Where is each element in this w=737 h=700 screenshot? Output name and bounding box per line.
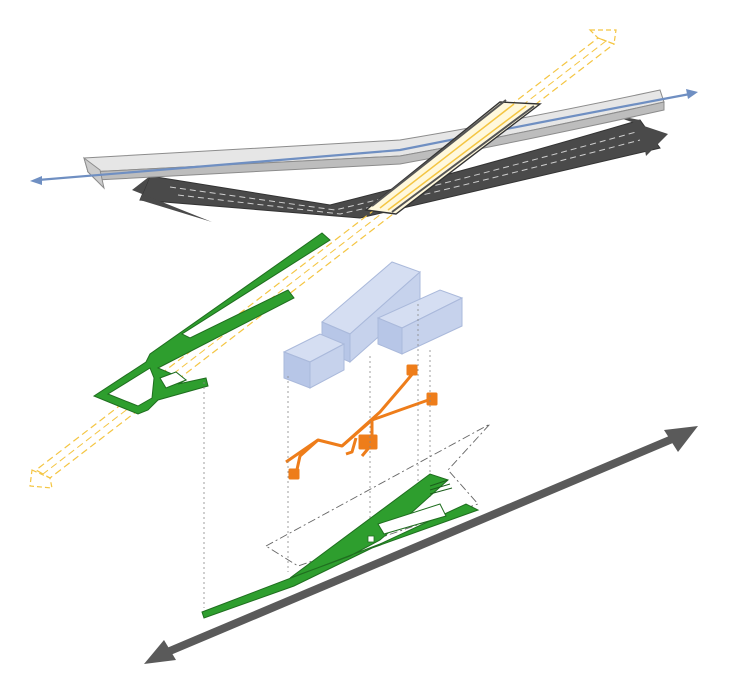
circulation-node-right [426,392,438,406]
highway-lane-dash-2 [177,139,641,215]
green-corridor-inner-void [106,367,155,407]
footbridge-walkway-1 [379,103,515,209]
circulation-branch-left [294,438,319,475]
circulation-node-left [288,468,300,480]
pedestrian-corridor-end-top [588,29,617,45]
circulation-spur-1 [345,437,358,456]
rail-bridge-end-cap [83,156,105,190]
circulation-layer [285,364,438,480]
circulation-node-top [406,364,418,376]
building-right-side [401,297,463,355]
boulevard-left-arrowhead [144,640,176,664]
site-boundary [265,423,491,567]
green-corridor-layer [92,232,331,415]
buildings-layer [282,261,464,389]
highway-right-arrowhead [608,114,668,156]
rail-left-arrow-icon [30,176,42,185]
pedestrian-bridge-layer [29,29,617,489]
rail-line [37,92,691,182]
ground-green-plaza [201,473,480,619]
footbridge-walkway-2 [387,105,527,211]
pedestrian-corridor-centerline [42,40,607,475]
ground-stripe-pattern [429,479,453,495]
ground-white-plaza [377,503,447,535]
green-corridor-strip [92,232,331,415]
green-corridor-hook [159,371,187,389]
circulation-node-center [358,434,378,450]
ground-plan-layer [201,423,491,619]
boulevard-axis-layer [144,426,698,664]
footbridge-rail-left [371,99,507,207]
circulation-branch-up [340,371,416,448]
building-low-side [309,343,345,389]
ground-small-square [367,535,375,543]
rail-right-arrow-icon [686,89,698,99]
highway-left-arrowhead [132,176,212,222]
boulevard-right-arrowhead [664,426,698,452]
footbridge-rail-right [391,105,535,213]
highway-lane-dash-1 [169,131,637,211]
pedestrian-corridor-end-bottom [29,469,53,489]
boulevard-axis-line [156,430,686,660]
